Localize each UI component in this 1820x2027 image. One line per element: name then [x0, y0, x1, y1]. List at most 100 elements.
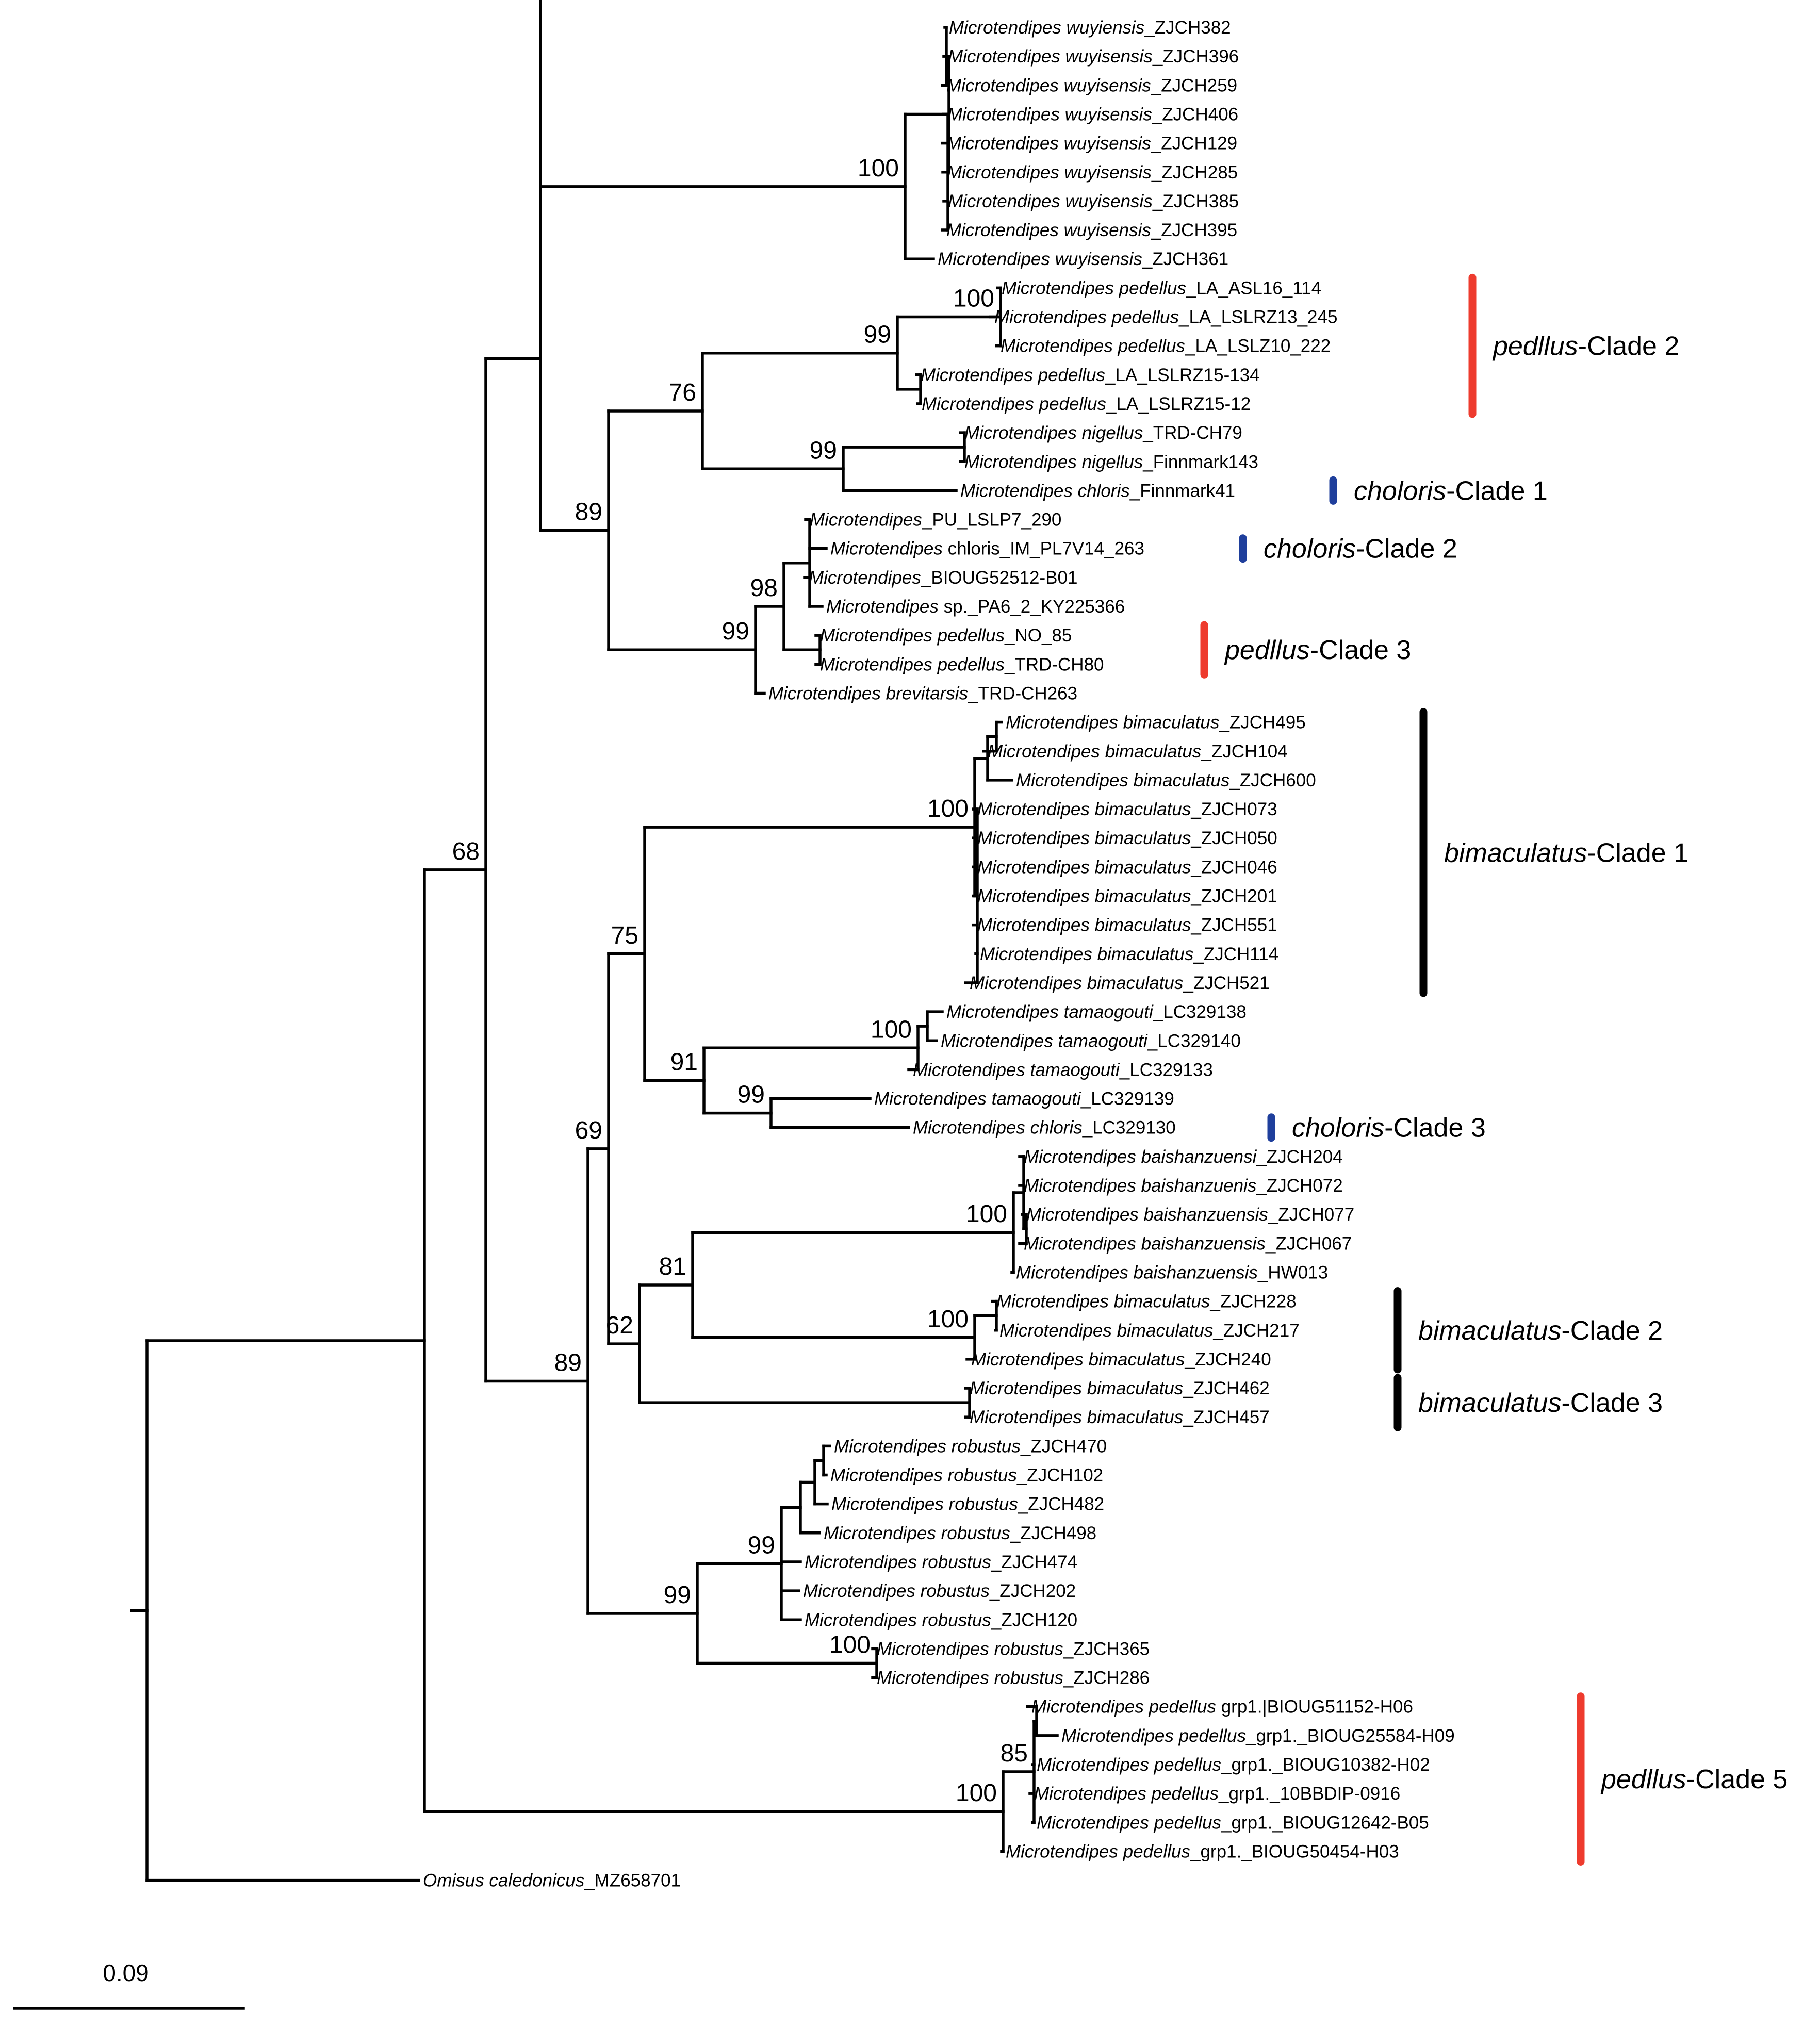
tip-label: Microtendipes bimaculatus_ZJCH457 [970, 1407, 1270, 1427]
tip-label: Microtendipes robustus_ZJCH498 [824, 1523, 1096, 1543]
tip-label: Microtendipes pedellus_grp1._BIOUG25584-… [1061, 1726, 1455, 1746]
tip-label: Microtendipes wuyisensis_ZJCH406 [947, 104, 1238, 124]
tip-label: Microtendipes pedellus_grp1._BIOUG10382-… [1037, 1755, 1430, 1775]
tip-label: Microtendipes pedellus_grp1._BIOUG50454-… [1006, 1841, 1399, 1861]
tip-label: Microtendipes wuyisensis_ZJCH129 [946, 134, 1237, 154]
tip-label: Microtendipes nigellus_TRD-CH79 [964, 423, 1242, 443]
bootstrap-label: 76 [669, 379, 696, 406]
tip-labels: Microtendipes wuyiensis_ZJCH382Microtend… [423, 18, 1455, 1891]
bootstrap-label: 99 [722, 618, 749, 645]
tip-label: Microtendipes baishanzuensis_ZJCH077 [1026, 1205, 1354, 1225]
tip-label: Microtendipes bimaculatus_ZJCH462 [970, 1378, 1270, 1398]
tip-label: Microtendipes wuyisensis_ZJCH259 [946, 75, 1237, 95]
tip-label: Microtendipes pedellus_LA_LSLZ10_222 [1001, 336, 1331, 356]
tip-label: Microtendipes bimaculatus_ZJCH050 [977, 828, 1277, 848]
tip-label: Microtendipes bimaculatus_ZJCH217 [999, 1321, 1300, 1341]
bootstrap-label: 100 [927, 1306, 969, 1333]
tip-label: Microtendipes bimaculatus_ZJCH228 [996, 1292, 1297, 1312]
clade-label: pedllus-Clade 2 [1492, 332, 1679, 361]
bootstrap-label: 99 [864, 321, 891, 349]
scale-bar: 0.09 [13, 1959, 245, 2010]
clade-annotations: pedllus-Clade 2 choloris-Clade 1 choloris-… [1200, 273, 1788, 1866]
bootstrap-label: 91 [670, 1048, 698, 1076]
tip-label: Microtendipes_BIOUG52512-B01 [809, 568, 1077, 588]
bootstrap-values: 1001009976998998996810010091997510010081… [452, 155, 1028, 1807]
tip-label: Microtendipes robustus_ZJCH470 [834, 1436, 1107, 1456]
bootstrap-label: 68 [452, 838, 480, 865]
tip-label: Microtendipes bimaculatus_ZJCH521 [970, 973, 1270, 993]
tip-label: Microtendipes chloris_Finnmark41 [960, 481, 1235, 501]
tip-label: Microtendipes pedellus_LA_LSLRZ15-134 [921, 365, 1260, 385]
tip-label: Microtendipes wuyisensis_ZJCH395 [946, 220, 1237, 240]
tip-label: Microtendipes bimaculatus_ZJCH104 [988, 741, 1288, 762]
clade-label: choloris-Clade 1 [1354, 476, 1548, 506]
clade-label: bimaculatus-Clade 2 [1418, 1316, 1663, 1346]
tip-label: Microtendipes pedellus_grp1._BIOUG12642-… [1037, 1812, 1429, 1833]
tip-label: Omisus caledonicus_MZ658701 [423, 1871, 681, 1891]
tip-label: Microtendipes tamaogouti_LC329140 [941, 1031, 1241, 1051]
tip-label: Microtendipes robustus_ZJCH365 [877, 1639, 1150, 1659]
tip-label: Microtendipes wuyisensis_ZJCH285 [947, 162, 1238, 183]
bootstrap-label: 99 [748, 1531, 775, 1559]
bootstrap-label: 85 [1001, 1740, 1028, 1767]
tip-label: Microtendipes brevitarsis_TRD-CH263 [768, 683, 1077, 703]
tip-label: Microtendipes tamaogouti_LC329138 [946, 1002, 1247, 1022]
clade-label: pedllus-Clade 3 [1224, 635, 1411, 665]
tip-label: Microtendipes chloris_LC329130 [913, 1118, 1176, 1138]
bootstrap-label: 100 [829, 1631, 871, 1658]
tip-label: Microtendipes baishanzuensis_ZJCH067 [1024, 1233, 1352, 1254]
tip-label: Microtendipes tamaogouti_LC329139 [874, 1089, 1174, 1109]
tip-label: Microtendipes wuyiensis_ZJCH382 [949, 18, 1231, 38]
tip-label: Microtendipes chloris_IM_PL7V14_263 [830, 539, 1144, 559]
tip-label: Microtendipes robustus_ZJCH120 [805, 1610, 1077, 1630]
tip-label: Microtendipes bimaculatus_ZJCH201 [977, 886, 1277, 907]
tip-label: Microtendipes pedellus_LA_LSLRZ15-12 [922, 394, 1251, 414]
tip-label: Microtendipes bimaculatus_ZJCH046 [977, 857, 1277, 877]
clade-label: pedllus-Clade 5 [1600, 1765, 1788, 1794]
bootstrap-label: 100 [871, 1016, 912, 1043]
bootstrap-label: 89 [554, 1349, 582, 1376]
bootstrap-label: 99 [810, 437, 837, 464]
bootstrap-label: 100 [956, 1779, 997, 1807]
tip-label: Microtendipes bimaculatus_ZJCH114 [980, 944, 1278, 964]
clade-label: bimaculatus-Clade 1 [1444, 838, 1688, 868]
tip-label: Microtendipes bimaculatus_ZJCH551 [977, 915, 1277, 935]
tip-label: Microtendipes sp._PA6_2_KY225366 [826, 597, 1125, 617]
tip-label: Microtendipes robustus_ZJCH286 [877, 1668, 1150, 1688]
clade-label: choloris-Clade 2 [1264, 534, 1457, 564]
clade-label: bimaculatus-Clade 3 [1418, 1388, 1663, 1418]
bootstrap-label: 81 [659, 1253, 686, 1280]
tip-label: Microtendipes baishanzuensi_ZJCH204 [1024, 1147, 1343, 1167]
tip-label: Microtendipes pedellus_LA_LSLRZ13_245 [994, 307, 1337, 327]
bootstrap-label: 99 [664, 1581, 691, 1609]
bootstrap-label: 98 [750, 574, 778, 602]
tip-label: Microtendipes bimaculatus_ZJCH600 [1016, 770, 1316, 790]
clade-label: choloris-Clade 3 [1292, 1113, 1486, 1143]
tip-label: Microtendipes wuyisensis_ZJCH361 [938, 249, 1228, 269]
tip-label: Microtendipes wuyisensis_ZJCH385 [948, 191, 1239, 211]
bootstrap-label: 89 [575, 499, 602, 526]
tip-label: Microtendipes baishanzuensis_HW013 [1016, 1262, 1328, 1282]
bootstrap-label: 100 [858, 155, 899, 182]
bootstrap-label: 100 [927, 795, 969, 822]
tip-label: Microtendipes bimaculatus_ZJCH495 [1006, 713, 1306, 733]
bootstrap-label: 100 [966, 1200, 1007, 1228]
bootstrap-label: 62 [606, 1312, 633, 1339]
bootstrap-label: 69 [575, 1117, 602, 1144]
tip-label: Microtendipes robustus_ZJCH202 [803, 1581, 1076, 1601]
tip-label: Microtendipes baishanzuenis_ZJCH072 [1024, 1176, 1343, 1196]
tip-label: Microtendipes pedellus grp1.|BIOUG51152-… [1031, 1697, 1413, 1717]
bootstrap-label: 99 [737, 1081, 765, 1109]
scale-bar-label: 0.09 [103, 1959, 149, 1986]
tip-label: Microtendipes nigellus_Finnmark143 [964, 452, 1258, 472]
tip-label: Microtendipes pedellus_LA_ASL16_114 [1002, 278, 1321, 298]
tip-label: Microtendipes robustus_ZJCH482 [831, 1494, 1104, 1514]
tip-label: Microtendipes pedellus_TRD-CH80 [820, 654, 1104, 674]
tree-branches [130, 0, 1059, 1882]
bootstrap-label: 100 [953, 285, 994, 312]
tip-label: Microtendipes pedellus_grp1._10BBDIP-091… [1034, 1784, 1400, 1804]
tip-label: Microtendipes wuyisensis_ZJCH396 [948, 46, 1239, 67]
bootstrap-label: 75 [611, 922, 638, 949]
tip-label: Microtendipes pedellus_NO_85 [820, 625, 1072, 646]
tip-label: Microtendipes robustus_ZJCH474 [805, 1552, 1077, 1572]
